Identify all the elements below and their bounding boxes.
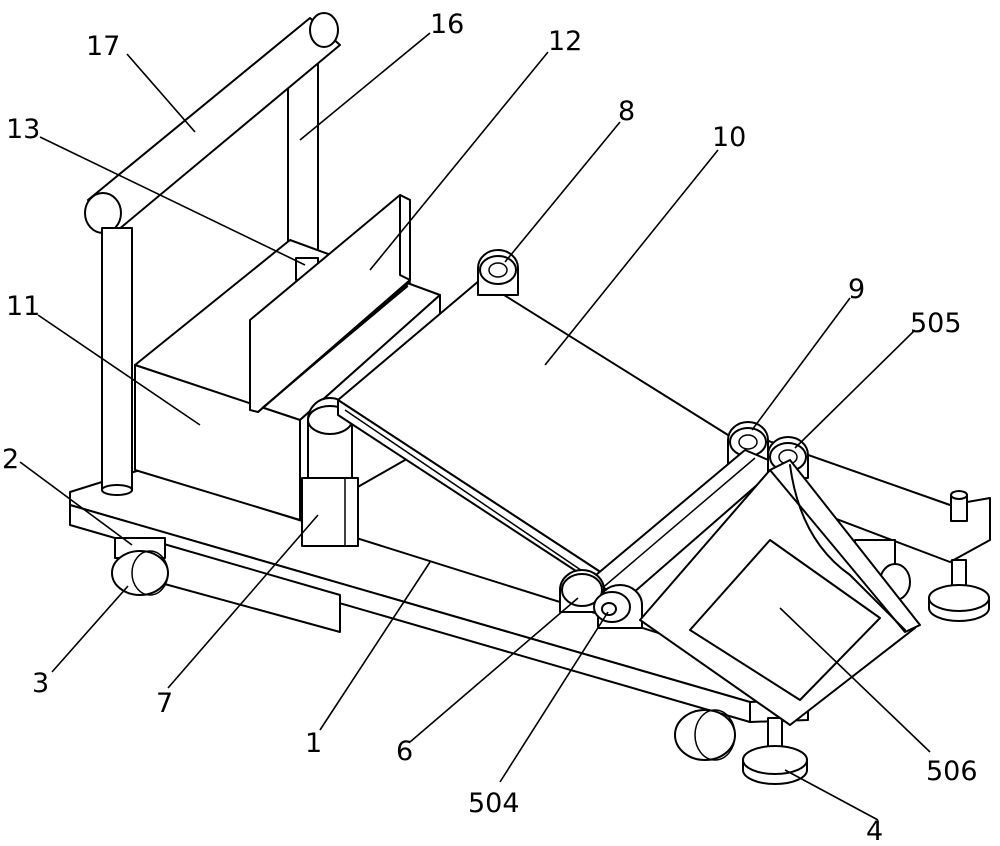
tray-lip bbox=[769, 459, 921, 633]
leveling-foot-front bbox=[742, 650, 808, 785]
base-frame bbox=[69, 437, 991, 723]
label-504: 504 bbox=[468, 788, 520, 819]
label-2: 2 bbox=[2, 444, 19, 475]
leader-lines bbox=[19, 32, 931, 821]
scraper-plate bbox=[249, 194, 411, 413]
lower-roller bbox=[559, 449, 781, 629]
label-9: 9 bbox=[848, 274, 865, 305]
label-1: 1 bbox=[305, 728, 322, 759]
label-10: 10 bbox=[712, 122, 746, 153]
label-6: 6 bbox=[396, 736, 413, 767]
label-7: 7 bbox=[156, 688, 173, 719]
label-506: 506 bbox=[926, 756, 978, 787]
label-12: 12 bbox=[548, 26, 582, 57]
label-3: 3 bbox=[32, 668, 49, 699]
label-4: 4 bbox=[866, 816, 883, 846]
label-13: 13 bbox=[6, 114, 40, 145]
label-16: 16 bbox=[430, 9, 464, 40]
leveling-foot-rear bbox=[928, 490, 990, 622]
label-505: 505 bbox=[910, 308, 962, 339]
wheel bbox=[111, 550, 169, 596]
wheel bbox=[674, 709, 736, 761]
front-upright bbox=[101, 227, 133, 491]
tray-inner bbox=[689, 539, 881, 701]
caster-wheel-left bbox=[111, 537, 169, 596]
roller-right bbox=[727, 421, 769, 466]
collection-tray bbox=[639, 459, 921, 726]
roller-top bbox=[477, 249, 519, 296]
label-8: 8 bbox=[618, 96, 635, 127]
part-labels: 17 16 12 13 8 10 11 9 505 2 3 7 1 6 504 … bbox=[2, 9, 978, 846]
post-base bbox=[301, 477, 359, 547]
label-17: 17 bbox=[86, 31, 120, 62]
caster-wheel-right bbox=[674, 709, 736, 761]
label-11: 11 bbox=[6, 291, 40, 322]
